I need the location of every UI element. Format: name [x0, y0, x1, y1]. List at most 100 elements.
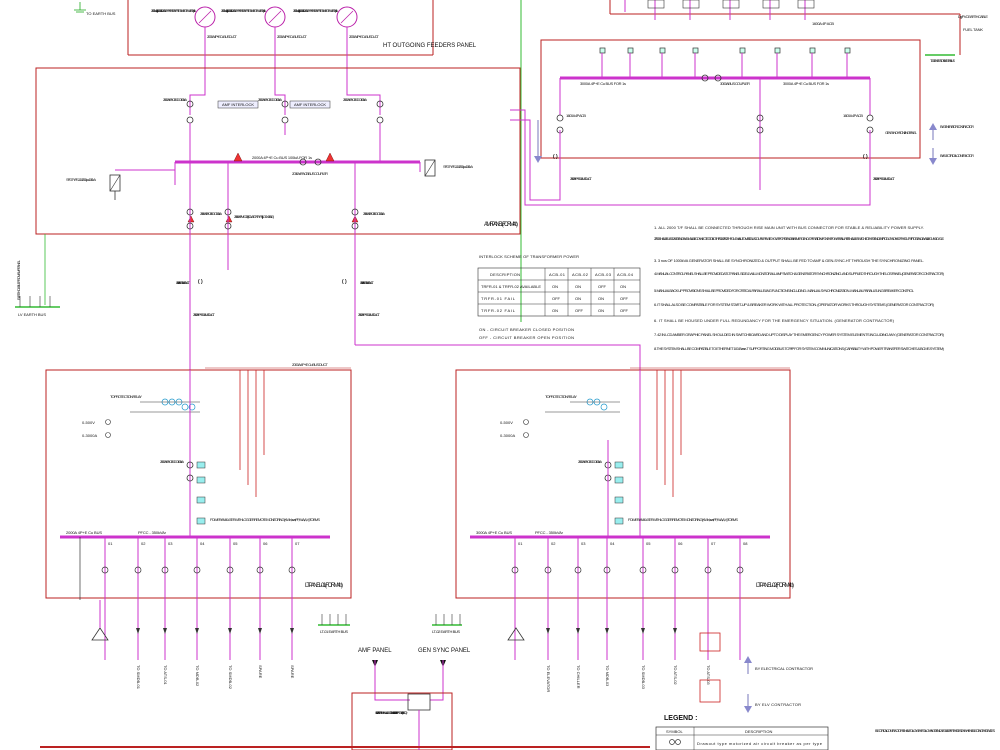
by-generator-contractor: BY GENERATOR CONTRACTOR — [940, 124, 974, 129]
bottom-amf-panel: AMF PANEL — [358, 648, 392, 654]
lt1-out-6: SPARE — [290, 665, 295, 679]
lt2-by-electrical: BY ELECTRICAL CONTRACTOR — [755, 666, 813, 671]
transformer-1-spec: 2000kVA ,3-ɸ 11000/415-240V DRY RESIN TY… — [151, 8, 197, 13]
gen-to-amf-cable — [510, 119, 561, 201]
lt1-bus: 2000A 4P+E Cu BUS — [66, 530, 102, 535]
cell: OFF — [552, 296, 561, 301]
lt1-voltmeter: 0-500V — [82, 420, 95, 425]
amf-panel: AMF PANEL (FORM 4b) AMF INTERLOCK AMF IN… — [15, 67, 521, 345]
generator-feeders — [624, 0, 815, 20]
fuel-tank: FUEL TANK — [963, 27, 983, 32]
lt1-feeder-07: 07 — [295, 541, 300, 546]
lt1-out-2: TO ATS-01 — [163, 665, 168, 685]
amf-spd-left: SPD TYPE-1 10/350µs 100kA — [66, 177, 96, 182]
earth-symbol-icon — [435, 614, 461, 625]
bus-duct-mark-2: ( ) — [342, 279, 347, 285]
lt1-earth-bus: LT-01 EARTH BUS — [320, 629, 348, 634]
transformer-3: 2000kVA ,3-ɸ 11000/415-240V DRY RESIN TY… — [293, 6, 380, 70]
sync-outgoing-breakers — [556, 114, 874, 134]
arrow-down-icon — [136, 628, 294, 634]
acb-symbol-icon — [669, 739, 681, 745]
ht-earth-bus-label: TO EARTH BUS — [86, 11, 116, 16]
feeder-to-lt2 — [355, 344, 641, 370]
amf-bus-label: 2000A 4P+E Cu BUS 100kA FOR 1s — [252, 155, 312, 160]
lt-panel-02: LT PANEL-02 (FORM 4b) TO PROTECTION RELA… — [432, 367, 813, 713]
sync-out-left: 1600A 4P ACB — [566, 113, 586, 118]
bus-duct-mark: ( ) — [198, 279, 203, 285]
amf-bus-coupler: 2000A 4P ACB BUS COUPLER — [292, 171, 328, 176]
bottom-gen-sync-panel: GEN SYNC PANEL — [418, 648, 471, 654]
sync-breakers — [599, 47, 851, 54]
by-electrical-contractor: BY ELECTRICAL CONTRACTOR — [940, 153, 974, 158]
note-4: 4. MANUAL CONTROL PANEL SHALL BE PROVIDE… — [654, 271, 945, 276]
lt1-feeder-04: 04 — [200, 541, 205, 546]
legend-off: OFF - CIRCUIT BREAKER OPEN POSITION — [479, 335, 574, 340]
transformer-2-cable: 2000A 4P+E Cu BUS DUCT — [277, 34, 308, 39]
note-8: 7. 42 IN LCD AMBER GRAPHIC PANEL SHOULDE… — [654, 332, 945, 337]
note-9: 8. THE SYSTEM SHALL BE COMPATIBLE TO ETH… — [654, 346, 945, 351]
amf-acb-03: 2000A 4P ACB EDO 100kA — [343, 97, 367, 102]
note-2: 2. T/F-01 SHALL BE USED AS STAND BY & SH… — [654, 236, 944, 241]
gen-earth-bus: TO GENERATOR EARTH BUS — [930, 58, 955, 63]
interlock-col-description: DESCRIPTION — [490, 272, 520, 277]
lt1-title: LT PANEL-01 (FORM 4b) — [305, 583, 343, 589]
sync-bus-duct-left: 2000A 4P+E Cu BUS DUCT — [570, 176, 593, 181]
arrow-icon — [744, 656, 752, 713]
capacitor-bank-icon — [507, 627, 525, 641]
lt2-out-2: TO CHILLER — [576, 665, 581, 689]
note-6: 6. IT SHALL ALSO BE COMPATIBLE FOR SYSTE… — [654, 302, 935, 307]
cell: ON — [575, 284, 581, 289]
interlock-table: INTERLOCK SCHEME OF TRANSFORMER POWER DE… — [477, 254, 641, 340]
lt1-feeder-01: 01 — [108, 541, 113, 546]
lt2-feeder-05: 05 — [646, 541, 651, 546]
lt1-ammeter: 0-3000A — [82, 433, 97, 438]
capacitor-bank-icon — [91, 627, 109, 641]
dg-earth-cable: Dg/PVC EARTH CABLE — [958, 14, 988, 19]
note-5: 5. MANUAL BACK UP PROVISIONS SHALL BE PR… — [654, 288, 915, 293]
lt2-bus: 3000A 4P+E Cu BUS — [476, 530, 512, 535]
amf-spd-right: SPD TYPE-1 10/350µs 100kA — [443, 164, 473, 169]
lt2-voltmeter: 0-500V — [500, 420, 513, 425]
lt-panel-01: LT PANEL-01 (FORM 4b) TO PROTECTION RELA… — [45, 362, 352, 690]
transformer-3-spec: 2000kVA ,3-ɸ 11000/415-240V DRY RESIN TY… — [293, 8, 339, 13]
lt2-feeder-07: 07 — [711, 541, 716, 546]
control-wiring — [239, 370, 265, 497]
sync-bus-duct-right: 2000A 4P+E Cu BUS DUCT — [873, 176, 896, 181]
amf-outgoing-breakers — [186, 208, 359, 230]
sync-panel-title: GEN SYNCHRONIZING PANEL — [885, 130, 918, 135]
lt2-feeder-02: 02 — [551, 541, 556, 546]
lt2-feeder-06: 06 — [678, 541, 683, 546]
cell: ON — [598, 308, 604, 313]
lt2-feeder-04: 04 — [610, 541, 615, 546]
cell: OFF — [575, 308, 584, 313]
cell: ON — [552, 284, 558, 289]
amf-earth-cable: EARTH CABLE FROM AMF PANEL — [16, 259, 21, 300]
sync-bus-label-2: 3000A 4P+E Cu BUS FOR 1s — [783, 81, 829, 86]
transformer-2-spec: 2000kVA ,3-ɸ 11000/415-240V DRY RESIN TY… — [221, 8, 267, 13]
interlock-header-row: DESCRIPTION ACB-01 ACB-02 ACB-03 ACB-04 — [490, 272, 634, 277]
footer-note: ELECTRICAL CONTRACTORS SHALL FOLLOW THE … — [875, 728, 996, 733]
amf-panel-title: AMF PANEL (FORM 4b) — [484, 222, 518, 228]
table-row: TRFR-02 FAIL ON OFF ON OFF — [481, 308, 629, 313]
lt1-protection-relay: TO PROTECTION RELAY — [110, 394, 142, 399]
lt2-power-analyzer: POWER ANALYZER WITH LOGGER REMOTE MONITO… — [628, 517, 738, 522]
lt1-feeder-02: 02 — [141, 541, 146, 546]
transformer-1: 2000kVA ,3-ɸ 11000/415-240V DRY RESIN TY… — [151, 6, 238, 70]
cell: ON — [575, 296, 581, 301]
sync-out-right: 1600A 4P ACB — [843, 113, 863, 118]
lt1-feeder-breakers — [101, 566, 296, 574]
amf-acb-02: 2000A 4P ACB EDO 100kA — [258, 97, 282, 102]
lt2-out-1: TO ELEVATOR — [546, 665, 551, 692]
lt1-power-analyzer: POWER ANALYZER WITH LOGGER REMOTE MONITO… — [210, 517, 320, 522]
interlock-col-acb03: ACB-03 — [595, 272, 612, 277]
interlock-col-acb02: ACB-02 — [572, 272, 589, 277]
lt2-feeder-08: 08 — [743, 541, 748, 546]
lt2-out-4: TO SMDB-03 — [641, 665, 646, 690]
interlock-col-acb01: ACB-01 — [549, 272, 566, 277]
amf-bus-duct-label-2: 2000A 4P+E Cu BUS DUCT — [358, 312, 381, 317]
lt2-out-6: TO ATS-03 — [706, 665, 711, 685]
lt1-feeder-05: 05 — [233, 541, 238, 546]
legend-on: ON - CIRCUIT BREAKER CLOSED POSITION — [479, 327, 574, 332]
cell: ON — [598, 296, 604, 301]
